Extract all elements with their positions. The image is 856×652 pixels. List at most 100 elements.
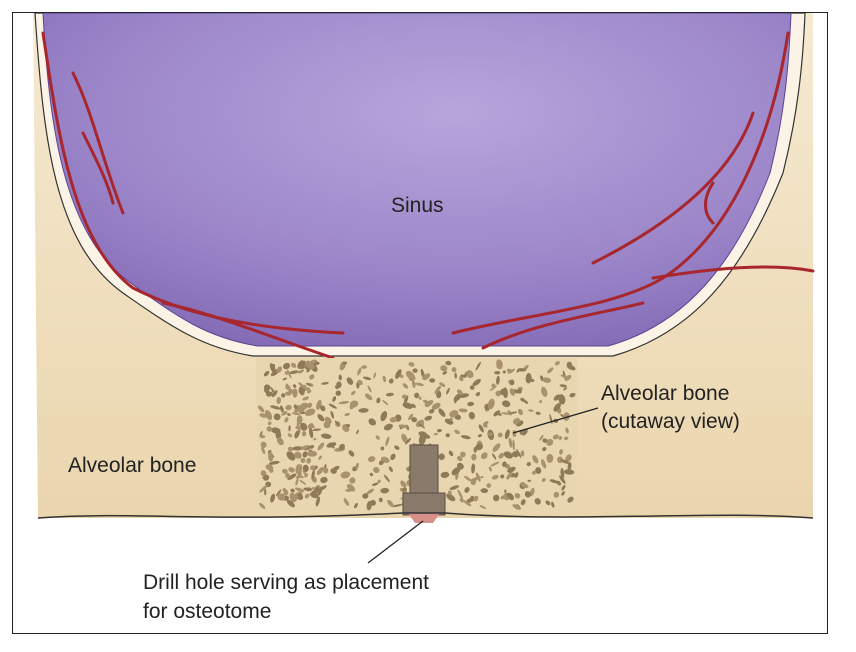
bone-pore	[482, 423, 488, 428]
bone-pore	[292, 446, 303, 451]
bone-pore	[493, 494, 500, 502]
bone-pore	[520, 450, 525, 457]
bone-pore	[276, 437, 284, 446]
bone-pore	[362, 493, 369, 499]
bone-pore	[332, 465, 340, 472]
bone-pore	[560, 459, 570, 464]
bone-pore	[545, 500, 551, 506]
bone-pore	[323, 467, 329, 474]
bone-pore	[472, 379, 481, 386]
bone-pore	[506, 492, 514, 501]
bone-pore	[296, 472, 302, 480]
bone-pore	[354, 502, 358, 509]
bone-pore	[332, 396, 337, 402]
bone-pore	[367, 385, 372, 393]
bone-pore	[562, 370, 567, 380]
bone-pore	[283, 492, 288, 496]
bone-pore	[370, 499, 376, 506]
bone-pore	[265, 464, 274, 471]
bone-pore	[504, 489, 507, 494]
blood-vessels	[41, 31, 815, 360]
bone-pore	[460, 435, 471, 440]
bone-pore	[499, 388, 506, 396]
bone-pore	[402, 383, 409, 389]
bone-pore	[299, 475, 304, 479]
bone-pore	[559, 449, 563, 455]
bone-pore	[321, 381, 329, 385]
bone-pore	[460, 374, 467, 378]
bone-pore	[306, 457, 312, 464]
sinus-cavity	[42, 13, 792, 347]
bone-pore	[387, 499, 394, 508]
bone-pore	[389, 416, 398, 423]
bone-pore	[561, 485, 566, 491]
bone-pore	[314, 361, 320, 365]
bone-pore	[494, 371, 501, 375]
bone-pore	[345, 423, 351, 428]
bone-pore	[323, 421, 331, 429]
bone-pore	[328, 403, 337, 409]
bone-pore	[564, 374, 572, 381]
bone-pore	[506, 368, 512, 372]
bone-pore	[300, 457, 306, 464]
bone-pore	[512, 451, 519, 458]
bone-pore	[539, 434, 544, 441]
bone-pore	[402, 487, 407, 492]
bone-pore	[535, 467, 542, 474]
bone-pore	[411, 417, 418, 423]
bone-pore	[309, 444, 315, 449]
bone-pore	[514, 472, 519, 478]
bone-pore	[520, 482, 529, 489]
bone-pore	[525, 372, 532, 384]
bone-pore	[317, 442, 325, 451]
bone-pore	[285, 404, 292, 411]
bone-pore	[561, 491, 565, 496]
bone-pore	[560, 413, 564, 417]
sinus-label: Sinus	[391, 194, 444, 217]
bone-pore	[362, 376, 372, 380]
bone-pore	[285, 472, 290, 479]
illustration-frame: Sinus Alveolar bone (cutaway view) Alveo…	[12, 12, 828, 634]
bone-pore	[506, 471, 513, 480]
bone-pore	[380, 411, 388, 422]
bone-pore	[491, 474, 499, 480]
bone-pore	[265, 391, 273, 397]
bone-pore	[401, 433, 408, 444]
bone-pore	[554, 361, 560, 366]
bone-pore	[375, 435, 380, 440]
gingiva-line	[37, 512, 814, 519]
bone-pore	[296, 422, 301, 434]
bone-pore	[535, 411, 541, 415]
bone-pore	[512, 439, 515, 451]
bone-pore	[496, 375, 500, 385]
bone-pore	[334, 420, 341, 427]
bone-pore	[271, 390, 278, 398]
bone-pore	[317, 414, 325, 422]
bone-pore	[547, 367, 554, 374]
bone-pore	[418, 431, 427, 437]
bone-pore	[556, 480, 562, 486]
bone-pore	[294, 487, 305, 493]
bone-pore	[415, 382, 424, 387]
bone-pore	[268, 451, 274, 462]
bone-pore	[315, 496, 321, 507]
bone-pore	[458, 408, 468, 413]
bone-pore	[300, 411, 306, 415]
bone-pore	[304, 408, 316, 416]
bone-pore	[459, 497, 464, 503]
bone-pore	[388, 378, 394, 384]
bone-pore	[377, 479, 381, 483]
bone-pore	[403, 395, 409, 405]
bone-pore	[373, 467, 380, 474]
bone-pore	[459, 376, 464, 382]
bone-pore	[378, 497, 383, 503]
bone-pore	[524, 491, 531, 498]
bone-pore	[282, 362, 291, 370]
bone-pore	[292, 495, 299, 502]
bone-pore	[343, 498, 350, 506]
bone-pore	[412, 368, 418, 373]
bone-pore	[307, 402, 313, 408]
bone-pore	[438, 408, 446, 417]
bone-pore	[546, 438, 554, 446]
bone-pore	[276, 397, 282, 404]
